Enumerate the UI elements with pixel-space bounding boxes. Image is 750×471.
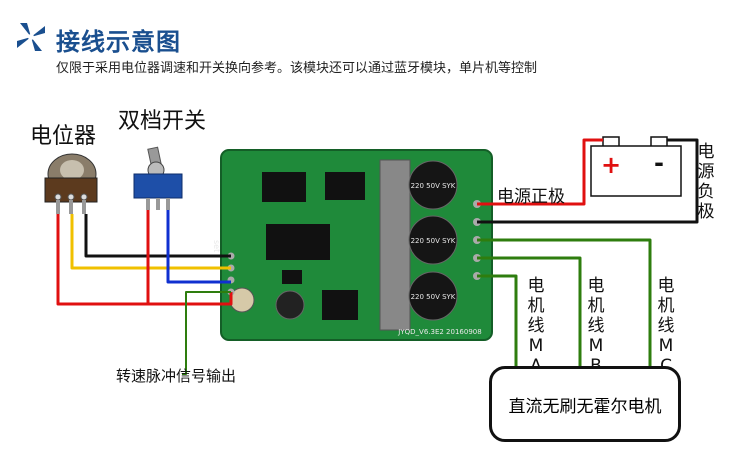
- capacitor-marking-2: 220 50V SYK: [411, 237, 456, 245]
- wire-power-positive: [477, 138, 603, 206]
- battery-plus-sign: +: [601, 151, 621, 179]
- wire-switch-blue: [166, 210, 231, 284]
- toggle-switch: [133, 146, 183, 210]
- battery: [590, 136, 682, 197]
- wire-pot-yellow: [70, 214, 231, 270]
- motor-ma-label: 电机线MA: [527, 276, 545, 376]
- capacitor-marking-3: 220 50V SYK: [411, 293, 456, 301]
- wire-pot-red: [56, 214, 233, 306]
- wire-motor-ma: [477, 274, 518, 366]
- motor-mc-label: 电机线MC: [657, 276, 675, 376]
- potentiometer-label: 电位器: [30, 124, 97, 149]
- capacitor-marking-1: 220 50V SYK: [411, 182, 456, 190]
- power-positive-label: 电源正极: [497, 187, 565, 207]
- pulse-output-label: 转速脉冲信号输出: [116, 367, 237, 385]
- power-negative-label: 电源负极: [697, 142, 715, 222]
- potentiometer: [44, 153, 98, 214]
- wire-power-negative: [477, 138, 699, 224]
- wire-pulse-output: [182, 291, 231, 375]
- set-label: set: [212, 240, 221, 252]
- page-title: 接线示意图: [56, 28, 181, 56]
- controller-board: [220, 149, 493, 341]
- motor-box: 直流无刷无霍尔电机: [489, 366, 681, 442]
- page-subtitle: 仅限于采用电位器调速和开关换向参考。该模块还可以通过蓝牙模块，单片机等控制: [56, 61, 538, 76]
- wire-motor-mb: [477, 256, 582, 366]
- toggle-switch-label: 双档开关: [118, 109, 207, 134]
- motor-label: 直流无刷无霍尔电机: [508, 396, 662, 417]
- wire-pot-black: [84, 214, 231, 258]
- pinwheel-icon: [17, 23, 45, 51]
- board-code: JYQD_V6.3E2 20160908: [397, 328, 481, 336]
- battery-minus-sign: -: [654, 149, 664, 177]
- wire-motor-mc: [477, 238, 652, 366]
- motor-mb-label: 电机线MB: [587, 276, 605, 376]
